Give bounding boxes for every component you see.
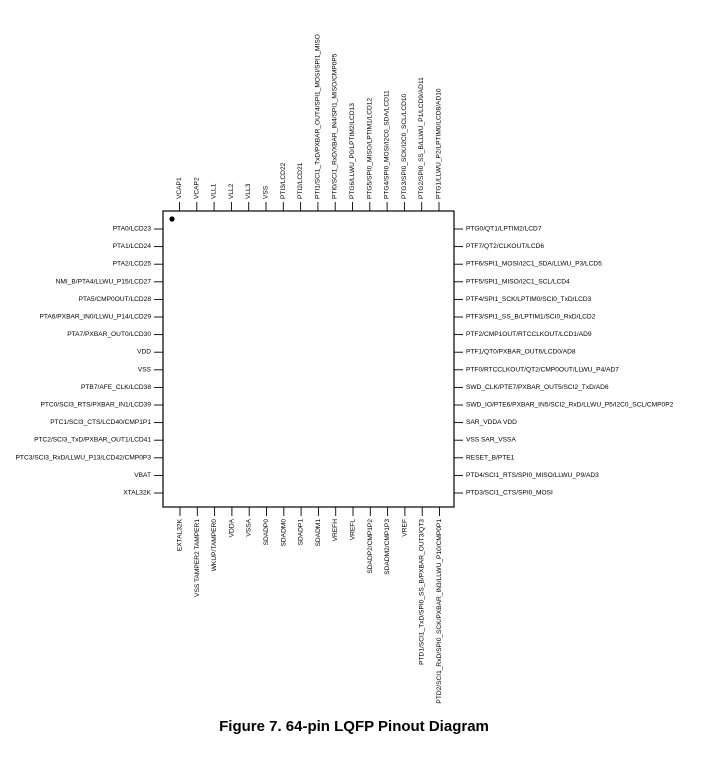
- pin-label: PTG4/SPI0_MOSI/I2C0_SDA/LCD11: [384, 90, 391, 199]
- pin-label: VSS SAR_VSSA: [466, 437, 516, 444]
- pin-label: PTG5/SPI0_MISO/LPTIM1/LCD12: [366, 98, 373, 199]
- pin-label: PTI1/SCI1_TxD/PXBAR_OUT4/SPI1_MOSI/SPI1_…: [314, 34, 321, 199]
- pin-label: VREFH: [332, 519, 339, 542]
- figure-caption: Figure 7. 64-pin LQFP Pinout Diagram: [219, 718, 489, 735]
- chip-body: [162, 210, 455, 508]
- pin-label: PTG2/SPI0_SS_B/LLWU_P1/LCD9/AD11: [418, 77, 425, 199]
- pin-label: SDADP1: [298, 519, 305, 546]
- pin-label: PTI3/LCD22: [280, 162, 287, 199]
- pin-label: VDD: [137, 349, 151, 356]
- pin-label: PTF2/CMP1OUT/RTCCLKOUT/LCD1/AD9: [466, 331, 592, 338]
- pin-label: VCAP2: [193, 177, 200, 199]
- pin-label: PTI0/SCI1_RxD/XBAR_IN4/SPI1_MISO/CMP0P5: [332, 53, 339, 199]
- pin-label: PTD3/SCI1_CTS/SPI0_MOSI: [466, 490, 553, 497]
- pin-label: PTF0/RTCCLKOUT/QT2/CMP0OUT/LLWU_P4/AD7: [466, 366, 619, 373]
- pin-label: PTG0/QT1/LPTIM2/LCD7: [466, 226, 542, 233]
- pin-label: SDADP0: [263, 519, 270, 546]
- pin-label: PTG6/LLWU_P0/LPTIM2/LCD13: [349, 103, 356, 199]
- pin-label: PTF6/SPI1_MOSI/I2C1_SDA/LLWU_P3/LCD5: [466, 261, 602, 268]
- pin-label: VLL3: [245, 183, 252, 199]
- pin-label: PTC0/SCI3_RTS/PXBAR_IN1/LCD39: [40, 402, 151, 409]
- pin-label: PTD1/SCI1_TxD/SPI0_SS_B/PXBAR_OUT3/QT3: [419, 519, 426, 665]
- pin-label: PTA7/PXBAR_OUT0/LCD30: [67, 331, 151, 338]
- pin-label: PTA1/LCD24: [113, 243, 152, 250]
- pin-label: PTA2/LCD25: [113, 261, 152, 268]
- pin-label: SWD_CLK/PTE7/PXBAR_OUT5/SCI2_TxD/AD6: [466, 384, 609, 391]
- pin-label: XTAL32K: [123, 490, 151, 497]
- pin-label: PTF1/QT0/PXBAR_OUT6/LCD0/AD8: [466, 349, 576, 356]
- pin-label: VSS: [263, 185, 270, 199]
- pin-label: SAR_VDDA VDD: [466, 419, 517, 426]
- pin-label: RESET_B/PTE1: [466, 454, 515, 461]
- pin-label: PTG1/LLWU_P2/LPTIM0/LCD8/AD10: [436, 88, 443, 199]
- pin-label: PTC1/SCI3_CTS/LCD40/CMP1P1: [50, 419, 151, 426]
- pin-label: VREF: [401, 519, 408, 537]
- pin-label: VSS: [138, 366, 152, 373]
- pin-label: SDADM0: [280, 519, 287, 547]
- pin-label: PTF4/SPI1_SCK/LPTIM0/SCI0_TxD/LCD3: [466, 296, 592, 303]
- pin-label: EXTAL32K: [177, 518, 184, 551]
- pin-label: VLL1: [211, 183, 218, 199]
- pin1-indicator-dot: [169, 216, 175, 222]
- pin-label: PTF5/SPI1_MISO/I2C1_SCL/LCD4: [466, 278, 570, 285]
- pin-label: NMI_B/PTA4/LLWU_P15/LCD27: [56, 278, 152, 285]
- pin-label: PTF7/QT2/CLKOUT/LCD6: [466, 243, 544, 250]
- pin-label: PTA5/CMP0OUT/LCD28: [79, 296, 152, 303]
- pin-label: SDADP2/CMP1P2: [367, 519, 374, 574]
- pin-label: PTD2/SCI1_RxD/SPI0_SCK/PXBAR_IN3/LLWU_P1…: [436, 519, 443, 704]
- pin-label: PTB7/AFE_CLK/LCD38: [81, 384, 151, 391]
- pin-label: PTC3/SCI3_RxD/LLWU_P13/LCD42/CMP0P3: [16, 454, 152, 461]
- pin-label: PTA0/LCD23: [113, 226, 152, 233]
- pin-label: VSS TAMPER2 TAMPER1: [194, 519, 201, 597]
- pin-label: VSSA: [246, 518, 253, 536]
- pin-label: SWD_IO/PTE6/PXBAR_IN5/SCI2_RxD/LLWU_P5/I…: [466, 402, 674, 409]
- pin-label: PTD4/SCI1_RTS/SPI0_MISO/LLWU_P9/AD3: [466, 472, 599, 479]
- pin-label: VDDA: [228, 518, 235, 537]
- pin-label: VLL2: [228, 183, 235, 199]
- pin-label: PTC2/SCI3_TxD/PXBAR_OUT1/LCD41: [34, 437, 151, 444]
- pin-label: VCAP1: [176, 177, 183, 199]
- pin-label: PTA6/PXBAR_IN0/LLWU_P14/LCD29: [39, 314, 151, 321]
- pin-label: VREFL: [350, 519, 357, 541]
- pin-label: VBAT: [134, 472, 151, 479]
- pin-label: PTI2/LCD21: [297, 162, 304, 199]
- pin-label: PTF3/SPI1_SS_B/LPTIM1/SCI0_RxD/LCD2: [466, 314, 596, 321]
- pin-label: WKUP/TAMPER0: [211, 519, 218, 572]
- pin-label: PTG3/SPI0_SCK/I2C0_SCL/LCD10: [401, 93, 408, 199]
- pin-label: SDADM2/CMP1P3: [384, 519, 391, 575]
- pin-label: SDADM1: [315, 519, 322, 547]
